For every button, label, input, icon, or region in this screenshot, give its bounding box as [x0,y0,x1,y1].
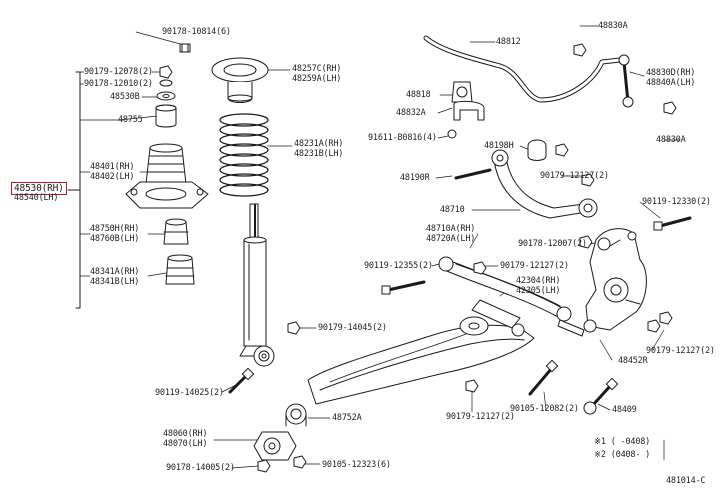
note-1: ※1 ( -0408) [594,437,651,447]
shock-top-nut-90179-14045 [287,321,301,335]
nut-90178-12007 [579,235,593,249]
label-48530-highlighted: 48530(RH) [11,182,67,195]
label-48452r: 48452R [618,356,648,366]
shock-absorber [239,203,275,367]
label-90178-10814: 90178-10814(6) [162,27,231,37]
note-2: ※2 (0408- ) [594,450,651,460]
bracket-48832a [447,100,485,139]
label-90178-14005: 90178-14005(2) [166,463,235,473]
label-91611-b0816: 91611-B0816(4) [368,133,437,143]
label-90105-12082: 90105-12082(2) [510,404,579,414]
diagram-code: 481014-C [666,476,706,486]
arm-bushing-48752a [285,403,307,427]
label-48755: 48755 [118,115,143,125]
label-90179-14045: 90179-14045(2) [318,323,387,333]
label-48341a: 48341A(RH) [90,267,140,277]
top-nut-90178-10814 [179,43,191,53]
washer-48530b [156,91,176,101]
bolt-90119-12330 [653,216,692,231]
label-48818: 48818 [406,90,431,100]
label-48060: 48060(RH) [163,429,208,439]
small-nut-2 [159,79,173,87]
assembly-bracket [67,71,81,309]
bushing-48060 [253,431,297,461]
cushion-48755 [155,104,177,128]
label-48760b: 48760B(LH) [90,234,140,244]
label-90179-12127-c: 90179-12127(2) [646,346,715,356]
label-48190r: 48190R [400,173,430,183]
bushing-48818 [451,81,473,103]
stabilizer-link-48830d [573,43,677,115]
label-48710a: 48710A(RH) [426,224,476,234]
label-48720a: 48720A(LH) [426,234,476,244]
label-48401: 48401(RH) [90,162,135,172]
shock-bracket-48530 [125,181,209,209]
lower-control-arm-48752a [307,299,535,405]
bolt-90105-12082 [528,359,559,396]
label-90119-14025: 90119-14025(2) [155,388,224,398]
label-48198h: 48198H [484,141,514,151]
lower-arm-48710a [381,256,572,322]
label-48231b: 48231B(LH) [294,149,344,159]
cam-bolt-48409 [583,377,619,415]
label-48812: 48812 [496,37,521,47]
label-48540: 48540(LH) [14,193,59,203]
bump-stop-48750h [163,218,189,245]
label-90178-12010: 90178-12010(2) [84,79,153,89]
label-90179-12078: 90179-12078(2) [84,67,153,77]
label-48752a: 48752A [332,413,362,423]
label-48409: 48409 [612,405,637,415]
label-42305: 42305(LH) [516,286,561,296]
toe-link-48452r [557,319,585,337]
upper-arm-48710 [454,139,598,219]
label-48402: 48402(LH) [90,172,135,182]
label-90119-12330: 90119-12330(2) [642,197,711,207]
label-90105-12323: 90105-12323(6) [322,460,391,470]
knuckle-42304 [583,228,647,333]
upper-spring-seat-48257c [211,57,269,103]
label-48341b: 48341B(LH) [90,277,140,287]
nut-90178-14005 [257,459,271,473]
label-90179-12127-b: 90179-12127(2) [500,261,569,271]
label-48257c: 48257C(RH) [292,64,342,74]
stabilizer-bar-48812 [423,35,623,103]
label-48710: 48710 [440,205,465,215]
nut-90179-12127-right [647,311,673,333]
label-48259a: 48259A(LH) [292,74,342,84]
coil-spring-48231a [219,113,269,197]
label-48231a: 48231A(RH) [294,139,344,149]
bolt-90179-12127-bottom [465,379,479,393]
shock-lower-bolt [228,367,255,394]
label-42304: 42304(RH) [516,276,561,286]
small-nut-1 [159,65,173,79]
label-90119-12355: 90119-12355(2) [364,261,433,271]
label-90179-12127-d: 90179-12127(2) [446,412,515,422]
label-48840a: 48840A(LH) [646,78,696,88]
label-48530b: 48530B [110,92,140,102]
shock-boot-48401 [145,143,187,185]
label-48832a: 48832A [396,108,426,118]
bolt-90105-12323 [293,455,307,469]
label-90178-12007: 90178-12007(2) [518,239,587,249]
label-90179-12127-a: 90179-12127(2) [540,171,609,181]
label-48830a-mid: 48830A [656,135,686,145]
label-48830d: 48830D(RH) [646,68,696,78]
spring-insulator-48341a [165,254,195,285]
label-48070: 48070(LH) [163,439,208,449]
label-48750h: 48750H(RH) [90,224,140,234]
label-48830a-top: 48830A [598,21,628,31]
